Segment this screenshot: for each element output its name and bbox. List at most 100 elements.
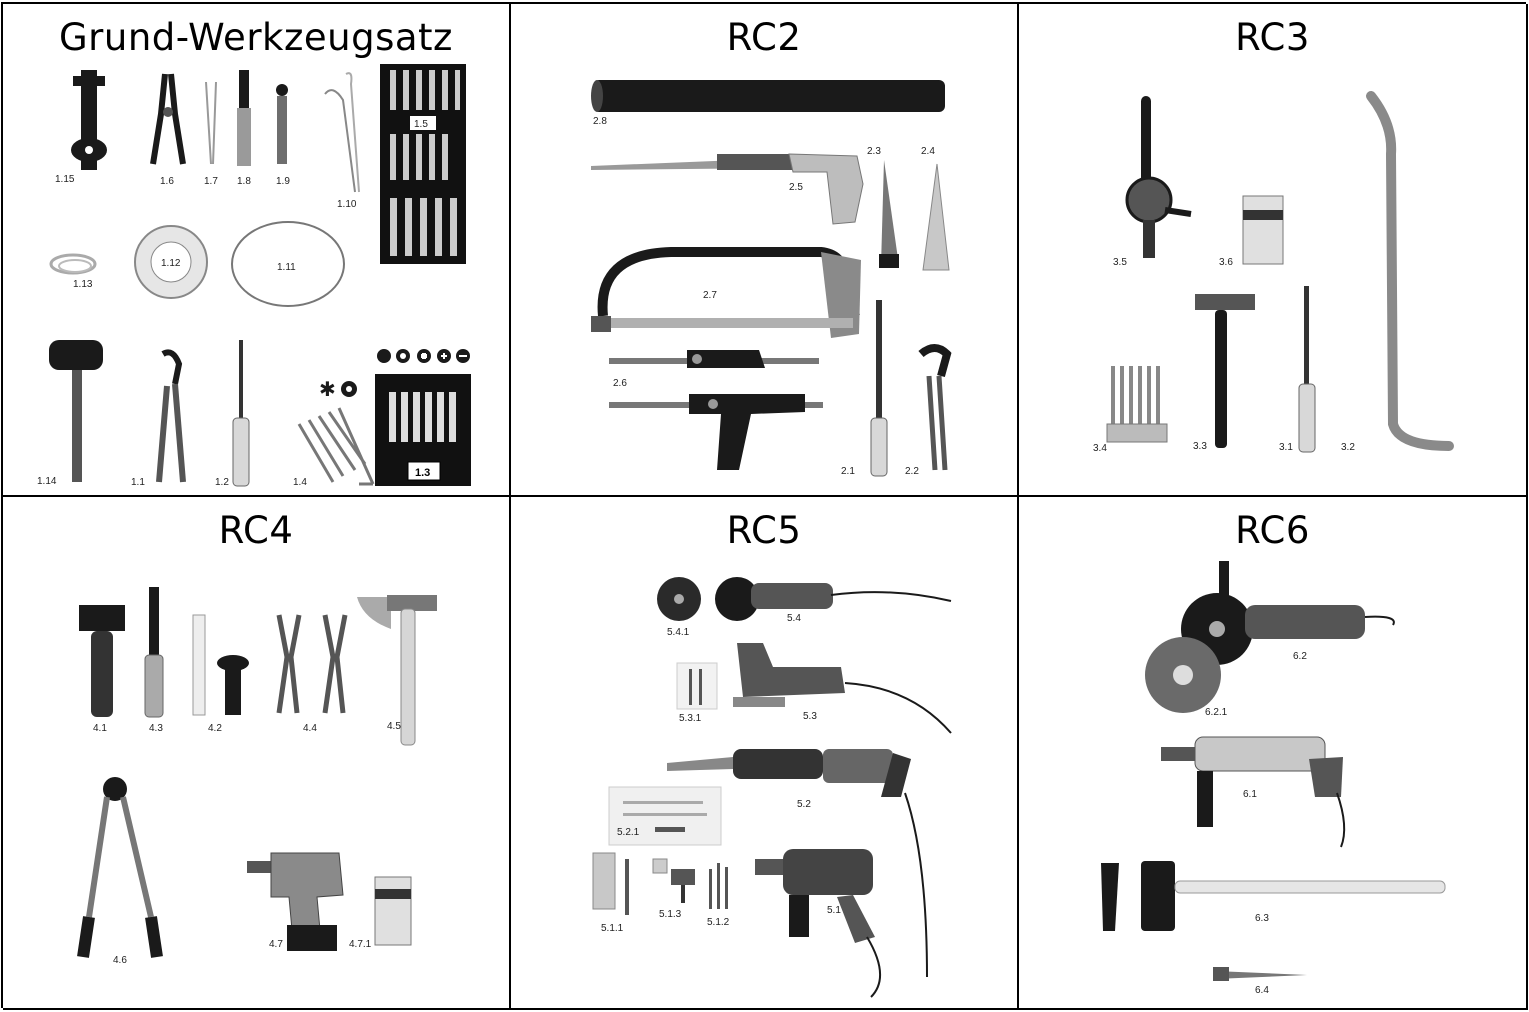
tool-5-2-reciprocating-saw: [667, 749, 928, 978]
rc5-tools-illustration: 5.4.1 5.4 5.3.1 5.3: [592, 577, 952, 998]
tool-1-4-hex-keys: ✱: [297, 377, 375, 486]
tool-3-1-screwdriver: [1298, 286, 1316, 453]
label-2-2: 2.2: [905, 466, 919, 477]
label-6-2: 6.2: [1293, 651, 1307, 662]
cell-title-rc4: RC4: [218, 509, 294, 552]
label-1-14: 1.14: [37, 476, 57, 487]
label-1-1: 1.1: [131, 477, 145, 488]
tool-1-2-screwdriver: [232, 340, 250, 487]
tool-5-3-1-jigsaw-blades: [676, 662, 718, 710]
tool-4-7-1-bit-box: [374, 876, 412, 946]
grund-tools-illustration: 1.15 1.6 1.7 1.8 1.9: [37, 64, 471, 488]
tool-1-12-tape-roll: [134, 225, 208, 299]
tool-2-5-keyhole-saw: [591, 153, 864, 225]
label-5-4: 5.4: [787, 613, 801, 624]
label-5-1: 5.1: [827, 905, 841, 916]
label-1-11: 1.11: [277, 262, 296, 273]
tool-5-1-3-hole-saw: [652, 858, 695, 903]
cell-rc2: RC2 2.8 2.5 2.3 2.4: [511, 4, 1019, 497]
label-3-5: 3.5: [1113, 257, 1127, 268]
label-2-8: 2.8: [593, 116, 607, 127]
cell-title-rc3: RC3: [1235, 16, 1310, 59]
label-6-2-1: 6.2.1: [1205, 707, 1228, 718]
cell-rc4: RC4 4.1 4.3 4.2: [3, 497, 511, 1010]
tool-2-3-wedge: [879, 160, 899, 268]
rc6-tools-illustration: 6.2 6.2.1 6.1 6.3: [1101, 561, 1446, 996]
rc3-tools-illustration: 3.5 3.6 3.4 3.3: [1093, 91, 1454, 454]
tool-1-1-water-pump-pliers: [156, 349, 186, 483]
label-4-1: 4.1: [93, 723, 107, 734]
rc4-tools-illustration: 4.1 4.3 4.2 4.4: [77, 587, 437, 966]
label-2-5: 2.5: [789, 182, 803, 193]
rc2-tools-illustration: 2.8 2.5 2.3 2.4: [591, 80, 952, 477]
label-5-3: 5.3: [803, 711, 817, 722]
cell-title-rc2: RC2: [726, 16, 802, 59]
tool-4-7-cordless-drill: [247, 852, 344, 951]
tool-3-6-drill-bit-box: [1242, 195, 1284, 265]
tool-2-6-saw-handles: [609, 350, 823, 470]
label-3-1: 3.1: [1279, 442, 1293, 453]
label-6-4: 6.4: [1255, 985, 1269, 996]
tool-6-2-angle-grinder: [1181, 561, 1395, 665]
label-2-6: 2.6: [613, 378, 627, 389]
tool-1-5-wrench-set: [380, 64, 466, 264]
tool-5-4-angle-grinder: [715, 577, 952, 621]
label-5-3-1: 5.3.1: [679, 713, 702, 724]
tool-4-5-axe: [357, 595, 437, 746]
tool-3-4-punch-set: [1106, 366, 1168, 443]
tool-4-6-bolt-cutter: [77, 777, 163, 958]
label-5-1-1: 5.1.1: [601, 923, 624, 934]
tool-1-8-chisel: [237, 70, 251, 166]
label-2-3: 2.3: [867, 146, 881, 157]
tool-1-15-key: [71, 70, 107, 170]
tool-2-7-hacksaw: [591, 247, 861, 338]
tool-5-1-hammer-drill: [755, 849, 882, 998]
label-4-7-1: 4.7.1: [349, 939, 372, 950]
label-1-5: 1.5: [414, 119, 428, 130]
cell-rc5: RC5 5.4.1 5.4 5.3.1: [511, 497, 1019, 1010]
label-3-6: 3.6: [1219, 257, 1233, 268]
label-2-4: 2.4: [921, 146, 935, 157]
cell-title-grund: Grund-Werkzeugsatz: [59, 16, 453, 59]
cell-rc3: RC3 3.5 3.6: [1019, 4, 1528, 497]
label-2-1: 2.1: [841, 466, 855, 477]
label-1-2: 1.2: [215, 477, 229, 488]
tool-5-3-jigsaw: [733, 643, 952, 734]
label-1-8: 1.8: [237, 176, 251, 187]
tool-2-1-screwdriver: [870, 300, 888, 477]
label-1-15: 1.15: [55, 174, 75, 185]
tool-4-2-wedge-and-guard: [192, 614, 249, 716]
label-5-4-1: 5.4.1: [667, 627, 690, 638]
tool-6-3-sledgehammer: [1101, 861, 1446, 931]
label-1-10: 1.10: [337, 199, 357, 210]
label-4-7: 4.7: [269, 939, 283, 950]
label-4-3: 4.3: [149, 723, 163, 734]
label-1-7: 1.7: [204, 176, 218, 187]
tool-2-8-tube: [591, 80, 945, 112]
label-1-3: 1.3: [415, 467, 430, 479]
cell-title-rc5: RC5: [726, 509, 802, 552]
tool-1-7-tweezers: [205, 81, 217, 165]
label-5-2: 5.2: [797, 799, 811, 810]
tool-5-1-2-drill-bits: [709, 863, 728, 909]
label-6-3: 6.3: [1255, 913, 1269, 924]
tool-3-3-hammer: [1195, 294, 1255, 448]
tool-5-1-1-drill-bits: [592, 852, 629, 915]
label-1-6: 1.6: [160, 176, 174, 187]
tool-6-1-drill: [1161, 736, 1346, 848]
label-3-2: 3.2: [1341, 442, 1355, 453]
tool-1-6-pliers: [150, 73, 186, 165]
label-4-5: 4.5: [387, 721, 401, 732]
label-1-9: 1.9: [276, 176, 290, 187]
tool-4-3-chisel: [144, 587, 164, 718]
cell-title-rc6: RC6: [1235, 509, 1310, 552]
label-4-6: 4.6: [113, 955, 127, 966]
tool-6-4-chisel: [1213, 967, 1307, 981]
label-2-7: 2.7: [703, 290, 717, 301]
label-5-1-2: 5.1.2: [707, 917, 730, 928]
label-4-4: 4.4: [303, 723, 317, 734]
tool-1-11-wire-loop: [231, 221, 345, 307]
label-6-1: 6.1: [1243, 789, 1257, 800]
label-5-2-1: 5.2.1: [617, 827, 640, 838]
